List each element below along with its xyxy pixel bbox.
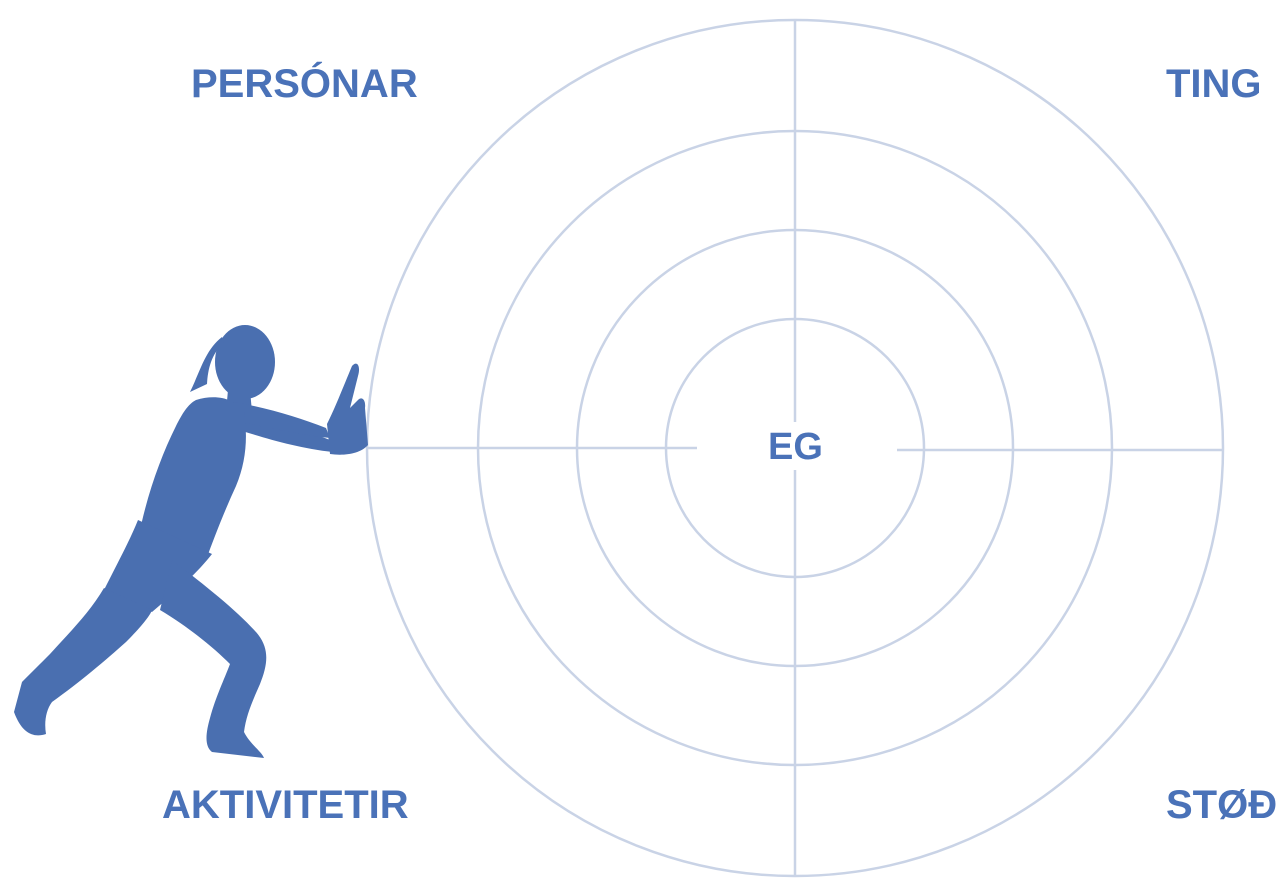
axis-lines [367,20,1223,876]
label-activities: AKTIVITETIR [162,783,409,827]
label-persons: PERSÓNAR [191,62,418,106]
label-center-self: EG [768,426,823,468]
woman-pushing-icon [14,325,368,758]
label-things: TING [1166,62,1262,106]
label-places: STØÐ [1166,783,1278,827]
